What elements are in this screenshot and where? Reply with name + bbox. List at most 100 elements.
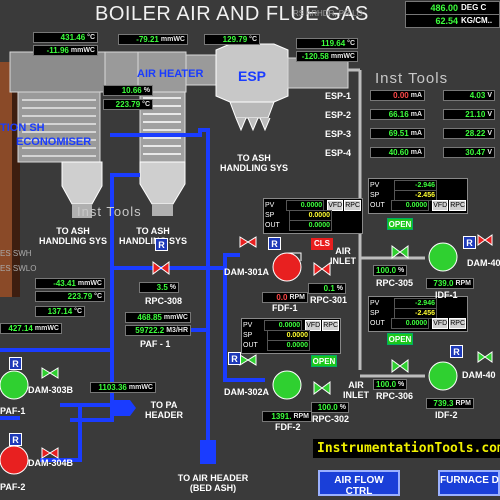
label-idf1[interactable]: IDF-1 [435, 290, 458, 300]
label-rpc306[interactable]: RPC-306 [376, 391, 414, 401]
readout-r5: 119.64°C [296, 38, 358, 49]
furnace-button[interactable]: FURNACE D [438, 470, 500, 496]
readout-r23: 100.0% [373, 379, 407, 390]
close-badge-rpc301: CLS [311, 238, 333, 250]
label-air-inlet2: AIR INLET [343, 380, 369, 400]
brown-duct [0, 62, 12, 297]
open-badge-rpc306: OPEN [387, 333, 413, 345]
ash-label-airheater: TO ASH HANDLING SYS [118, 226, 187, 246]
vfd-button-fdf2[interactable]: VFD [305, 319, 322, 331]
watermark-top: Inst Tools [375, 70, 449, 87]
air-heater-label: AIR HEATER [137, 68, 204, 80]
vfd-button-fdf1[interactable]: VFD [327, 199, 344, 211]
rpc-button-idf1[interactable]: RPC [449, 199, 466, 211]
remote-badge-rpc308[interactable]: R [155, 238, 168, 251]
readout-r10: 223.79°C [35, 291, 105, 302]
remote-badge-dam304b[interactable]: R [9, 433, 22, 446]
swlo-label: ES SWLO [0, 264, 37, 273]
label-dam40b[interactable]: DAM-40 [462, 370, 496, 380]
label-fdf2[interactable]: FDF-2 [275, 422, 301, 432]
label-idf2[interactable]: IDF-2 [435, 410, 458, 420]
readout-r20: 100.0% [373, 265, 407, 276]
flue-duct-top [9, 51, 106, 93]
label-dam304b[interactable]: DAM-304B [28, 458, 74, 468]
remote-badge-dam40a[interactable]: R [463, 236, 476, 249]
air-pipe-main [110, 173, 140, 330]
label-dam40a[interactable]: DAM-40 [467, 258, 500, 268]
label-air-inlet1: AIR INLET [330, 246, 356, 266]
readout-r11: 137.14°C [35, 306, 85, 317]
remote-badge-dam303b[interactable]: R [9, 357, 22, 370]
readout-r4: 129.79°C [204, 34, 260, 45]
rpc-button-idf2[interactable]: RPC [449, 317, 466, 329]
label-rpc302[interactable]: RPC-302 [312, 414, 350, 424]
label-paf2[interactable]: PAF-2 [0, 482, 26, 492]
readout-r7: 10.66% [103, 85, 153, 96]
remote-badge-dam302a[interactable]: R [228, 352, 241, 365]
vfd-button-idf1[interactable]: VFD [432, 199, 449, 211]
esp-label: ESP [238, 68, 267, 84]
label-dam302a[interactable]: DAM-302A [224, 387, 270, 397]
economiser-label: ECONOMISER [16, 136, 92, 148]
readout-r8: 223.79°C [103, 99, 153, 110]
ash-label-esp: TO ASH HANDLING SYS [219, 153, 288, 173]
page-subtitle: RS ARHDR, PR LO [293, 9, 363, 18]
fdf1-fan-shape [272, 252, 302, 282]
vfd-button-idf2[interactable]: VFD [432, 317, 449, 329]
air-flow-ctrl-button[interactable]: AIR FLOW CTRL [318, 470, 400, 497]
sh-label: TION SH [0, 122, 45, 134]
open-badge-rpc305: OPEN [387, 218, 413, 230]
footer-watermark: InstrumentationTools.com [313, 439, 500, 458]
label-to-air-header: TO AIR HEADER (BED ASH) [177, 473, 249, 493]
label-rpc305[interactable]: RPC-305 [376, 278, 414, 288]
label-paf1[interactable]: PAF-1 [0, 406, 26, 416]
page-title: BOILER AIR AND FLUE GAS [95, 3, 369, 25]
label-fdf1[interactable]: FDF-1 [272, 303, 298, 313]
watermark-mid: Inst Tools [77, 204, 142, 219]
rpc-button-fdf1[interactable]: RPC [344, 199, 361, 211]
label-paf1-main: PAF - 1 [140, 339, 171, 349]
readout-r21: 1391.RPM [262, 411, 312, 422]
remote-badge-dam40b[interactable]: R [450, 345, 463, 358]
remote-badge-dam301a[interactable]: R [268, 237, 281, 250]
rpc-button-fdf2[interactable]: RPC [322, 319, 339, 331]
readout-r18: 0.1% [308, 283, 346, 294]
readout-r22: 100.0% [311, 402, 349, 413]
label-dam303b[interactable]: DAM-303B [28, 385, 74, 395]
swh-label: ES SWH [0, 249, 32, 258]
label-to-pa-header: TO PA HEADER [145, 400, 184, 420]
label-dam301a[interactable]: DAM-301A [224, 267, 270, 277]
ash-label-economiser: TO ASH HANDLING SYS [38, 226, 107, 246]
label-rpc301[interactable]: RPC-301 [310, 295, 348, 305]
open-badge-rpc302: OPEN [311, 355, 337, 367]
